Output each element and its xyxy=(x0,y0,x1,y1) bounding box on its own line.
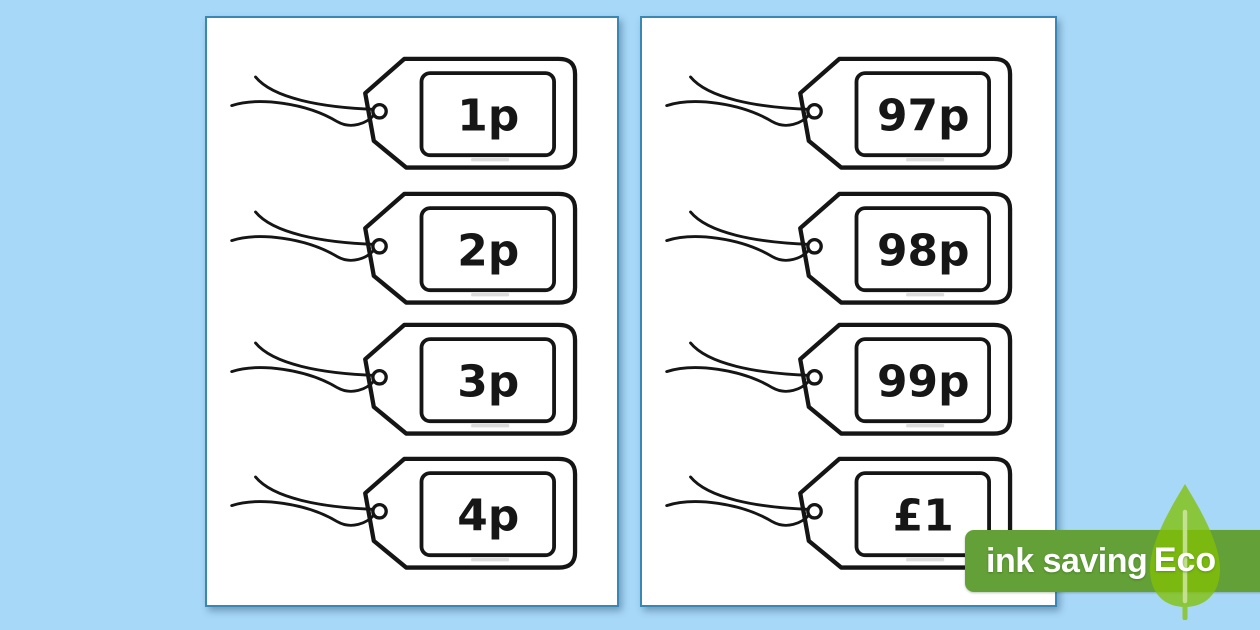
price-tag-99p: 99p xyxy=(660,316,1032,451)
page-1: 1p 2p 3p 4p xyxy=(205,16,619,607)
ink-saving-label: ink saving xyxy=(986,541,1148,580)
price-tag-97p: 97p xyxy=(660,50,1032,185)
page-2: 97p 98p 99p £1 xyxy=(640,16,1057,607)
price-tag-3p: 3p xyxy=(225,316,597,451)
price-tag-label: 3p xyxy=(457,357,519,408)
eco-label: Eco xyxy=(1153,541,1217,579)
price-tag-1p: 1p xyxy=(225,50,597,185)
price-tag-label: £1 xyxy=(893,491,954,542)
eco-leaf-icon xyxy=(1150,484,1220,620)
price-tag-label: 4p xyxy=(457,491,519,542)
price-tag-pound: £1 xyxy=(660,450,1032,585)
price-tag-98p: 98p xyxy=(660,185,1032,320)
price-tag-2p: 2p xyxy=(225,185,597,320)
price-tag-label: 1p xyxy=(457,91,519,142)
price-tag-label: 98p xyxy=(877,226,969,277)
price-tag-4p: 4p xyxy=(225,450,597,585)
price-tag-label: 97p xyxy=(877,91,969,142)
price-tag-label: 2p xyxy=(457,226,519,277)
price-tag-label: 99p xyxy=(877,357,969,408)
